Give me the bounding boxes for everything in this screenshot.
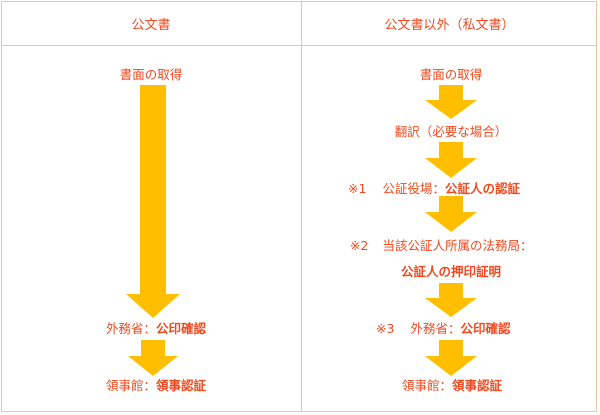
right-step-legal-affairs: ※2 当該公証人所属の法務局： <box>350 238 580 254</box>
notary-action: 公証人の認証 <box>444 181 520 196</box>
right-mofa-label: 外務省： <box>410 321 461 336</box>
left-step-consulate: 領事館：領事認証 <box>86 378 226 394</box>
left-arrow-2 <box>128 340 178 376</box>
right-arrow-2 <box>425 142 477 178</box>
right-step-consulate: 領事館：領事認証 <box>382 378 522 394</box>
right-step-translation: 翻訳（必要な場合） <box>394 124 508 139</box>
right-arrow-4 <box>425 283 477 317</box>
note3-mark: ※3 <box>376 321 395 336</box>
right-consulate-label: 領事館： <box>401 378 452 393</box>
left-step-obtain-document: 書面の取得 <box>119 67 183 82</box>
legal-affairs-label: 当該公証人所属の法務局： <box>382 238 533 253</box>
notary-label: 公証役場： <box>382 181 445 196</box>
left-consulate-action: 領事認証 <box>156 378 207 393</box>
right-arrow-3 <box>425 196 477 232</box>
right-arrow-1 <box>425 85 477 119</box>
right-mofa-action: 公印確認 <box>460 321 511 336</box>
left-mofa-label: 外務省： <box>105 321 156 336</box>
note1-mark: ※1 <box>348 181 367 196</box>
right-arrow-5 <box>425 340 477 376</box>
left-mofa-action: 公印確認 <box>156 321 207 336</box>
header-private-documents: 公文書以外（私文書） <box>384 18 515 33</box>
header-divider <box>1 45 597 46</box>
right-step-obtain-document: 書面の取得 <box>419 67 483 82</box>
header-official-documents: 公文書 <box>131 18 171 33</box>
right-consulate-action: 領事認証 <box>452 378 503 393</box>
right-step-notary: ※1 公証役場：公証人の認証 <box>348 181 558 197</box>
left-arrow-1 <box>126 85 180 318</box>
left-step-mofa-seal: 外務省：公印確認 <box>86 321 226 337</box>
left-consulate-label: 領事館： <box>105 378 156 393</box>
right-step-mofa-seal: ※3 外務省：公印確認 <box>376 321 576 337</box>
right-notary-seal-certificate: 公証人の押印証明 <box>400 264 501 279</box>
note2-mark: ※2 <box>350 238 369 253</box>
column-divider <box>301 1 302 412</box>
